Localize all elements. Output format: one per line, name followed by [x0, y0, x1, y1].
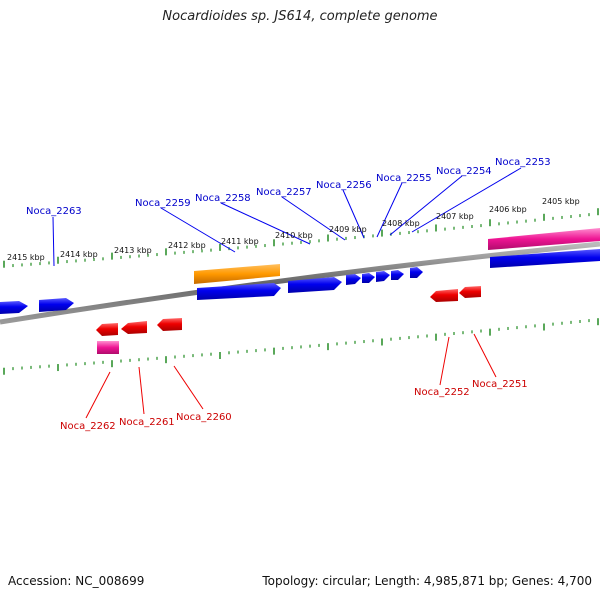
gene-label[interactable]: Noca_2252 [414, 387, 470, 398]
gene-arrow-noca-2263-ext[interactable] [0, 301, 28, 314]
gene-label[interactable]: Noca_2251 [472, 379, 528, 390]
gene-label[interactable]: Noca_2258 [195, 193, 251, 204]
gene-label[interactable]: Noca_2256 [316, 180, 372, 191]
gene-arrow-noca-2251[interactable] [459, 286, 481, 298]
kbp-label: 2412 kbp [168, 241, 206, 250]
gene-arrow-noca-2258[interactable] [288, 277, 342, 293]
gene-label[interactable]: Noca_2253 [495, 157, 551, 168]
gene-label[interactable]: Noca_2254 [436, 166, 492, 177]
gene-arrow-noca-2262[interactable] [96, 323, 118, 336]
gene-arrow-noca-2255[interactable] [376, 271, 390, 282]
kbp-label: 2408 kbp [382, 219, 420, 228]
kbp-label: 2409 kbp [329, 225, 367, 234]
genome-backbone [0, 241, 600, 325]
gene-arrow-noca-2256[interactable] [362, 273, 375, 283]
topology-stats-text: Topology: circular; Length: 4,985,871 bp… [262, 574, 592, 588]
kbp-label: 2405 kbp [542, 197, 580, 206]
gene-label[interactable]: Noca_2259 [135, 198, 191, 209]
pseudo-feature-bar-bottom[interactable] [97, 341, 119, 354]
kbp-label: 2414 kbp [60, 250, 98, 259]
accession-text: Accession: NC_008699 [8, 574, 145, 588]
gene-arrow-noca-2254[interactable] [391, 270, 404, 280]
kbp-label: 2410 kbp [275, 231, 313, 240]
map-title: Nocardioides sp. JS614, complete genome [162, 9, 438, 24]
gene-label[interactable]: Noca_2263 [26, 206, 82, 217]
forward-tick-track [3, 208, 599, 268]
kbp-label: 2406 kbp [489, 205, 527, 214]
gene-label[interactable]: Noca_2257 [256, 187, 312, 198]
reverse-gene-labels: Noca_2262 Noca_2261 Noca_2260 Noca_2252 … [60, 379, 528, 432]
kbp-label: 2411 kbp [221, 237, 259, 246]
gene-arrow-noca-2260[interactable] [157, 318, 182, 331]
gene-label[interactable]: Noca_2262 [60, 421, 116, 432]
forward-callout-lines [52, 167, 522, 267]
kbp-label: 2413 kbp [114, 246, 152, 255]
gene-arrow-noca-2263[interactable] [39, 298, 74, 312]
forward-gene-labels: Noca_2263 Noca_2259 Noca_2258 Noca_2257 … [26, 157, 551, 217]
gene-arrow-noca-2261[interactable] [121, 321, 147, 334]
gene-arrow-noca-2253[interactable] [490, 249, 600, 268]
rna-feature-bar[interactable] [194, 264, 280, 284]
gene-label[interactable]: Noca_2255 [376, 173, 432, 184]
kbp-label: 2415 kbp [7, 253, 45, 262]
gene-arrow-noca-2257[interactable] [346, 274, 361, 285]
kbp-label: 2407 kbp [436, 212, 474, 221]
pseudo-feature-bar-top[interactable] [488, 228, 600, 250]
reverse-tick-track [3, 318, 599, 375]
reverse-strand-genes [96, 286, 481, 336]
gene-arrow-noca-2252[interactable] [430, 289, 458, 302]
reverse-callout-lines [85, 333, 497, 419]
gene-arrow-noca-2253-short[interactable] [410, 267, 423, 278]
gene-label[interactable]: Noca_2260 [176, 412, 232, 423]
forward-strand-genes [0, 249, 600, 314]
gene-label[interactable]: Noca_2261 [119, 417, 175, 428]
kbp-scale-labels: 2415 kbp 2414 kbp 2413 kbp 2412 kbp 2411… [7, 197, 580, 262]
gene-arrow-noca-2259[interactable] [197, 283, 281, 300]
